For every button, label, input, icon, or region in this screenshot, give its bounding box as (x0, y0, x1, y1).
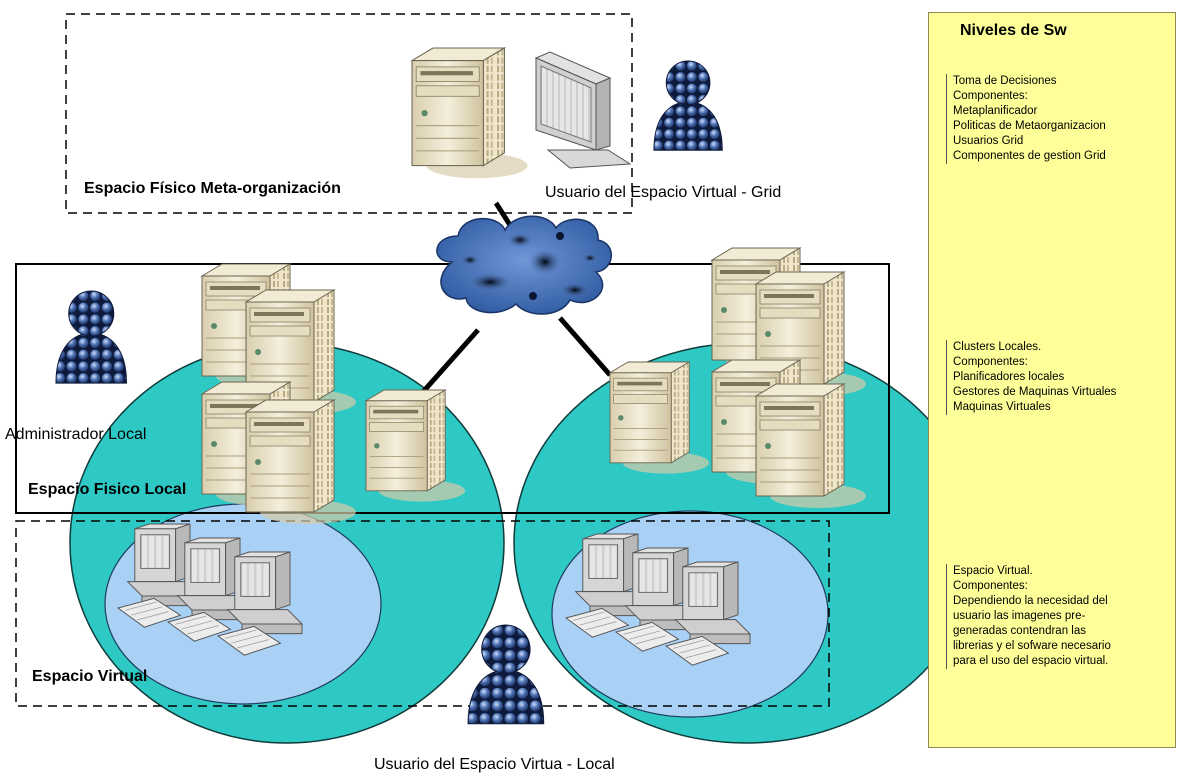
level-line: Usuarios Grid (953, 135, 1024, 147)
levels-panel-title: Niveles de Sw (960, 22, 1067, 39)
level-line: usuario las imagenes pre- (953, 610, 1086, 622)
level-line: Metaplanificador (953, 105, 1038, 117)
local-physical-label: Espacio Fisico Local (28, 481, 187, 498)
levels-panel (928, 12, 1176, 748)
level-group-meta: Toma de Decisiones Componentes: Metaplan… (946, 74, 1106, 164)
meta-org-label: Espacio Físico Meta-organización (84, 180, 341, 197)
level-group-virtual: Espacio Virtual. Componentes: Dependiend… (946, 564, 1111, 669)
level-line: Componentes: (953, 580, 1028, 592)
level-line: librerias y el sofware necesario (953, 640, 1111, 652)
meta-org-box (65, 13, 633, 214)
level-group-clusters: Clusters Locales. Componentes: Planifica… (946, 340, 1116, 415)
internet-cloud (436, 215, 613, 315)
grid-monitor-icon (534, 51, 632, 169)
local-admin-icon (55, 290, 128, 384)
level-line: Componentes: (953, 356, 1028, 368)
level-line: Toma de Decisiones (953, 75, 1057, 87)
level-line: Espacio Virtual. (953, 565, 1033, 577)
level-line: para el uso del espacio virtual. (953, 655, 1109, 667)
level-line: Planificadores locales (953, 371, 1065, 383)
link-cloud-to-right (558, 316, 612, 377)
left-cluster-servers (201, 263, 466, 525)
level-line: Maquinas Virtuales (953, 401, 1051, 413)
local-admin-label: Administrador Local (5, 426, 147, 443)
level-line: Componentes: (953, 90, 1028, 102)
level-line: generadas contendran las (953, 625, 1086, 637)
grid-user-icon (653, 60, 723, 151)
virtual-space-label: Espacio Virtual (32, 668, 148, 685)
level-line: Componentes de gestion Grid (953, 150, 1106, 162)
level-line: Clusters Locales. (953, 341, 1042, 353)
grid-user-label: Usuario del Espacio Virtual - Grid (545, 184, 782, 201)
level-line: Dependiendo la necesidad del (953, 595, 1108, 607)
virtual-space-box (15, 520, 830, 707)
right-cluster-servers (609, 247, 867, 509)
meta-server-icon (411, 47, 529, 179)
level-line: Gestores de Maquinas Virtuales (953, 386, 1117, 398)
local-user-icon (467, 624, 545, 725)
level-line: Politicas de Metaorganizacion (953, 120, 1106, 132)
local-user-label: Usuario del Espacio Virtua - Local (374, 756, 615, 773)
